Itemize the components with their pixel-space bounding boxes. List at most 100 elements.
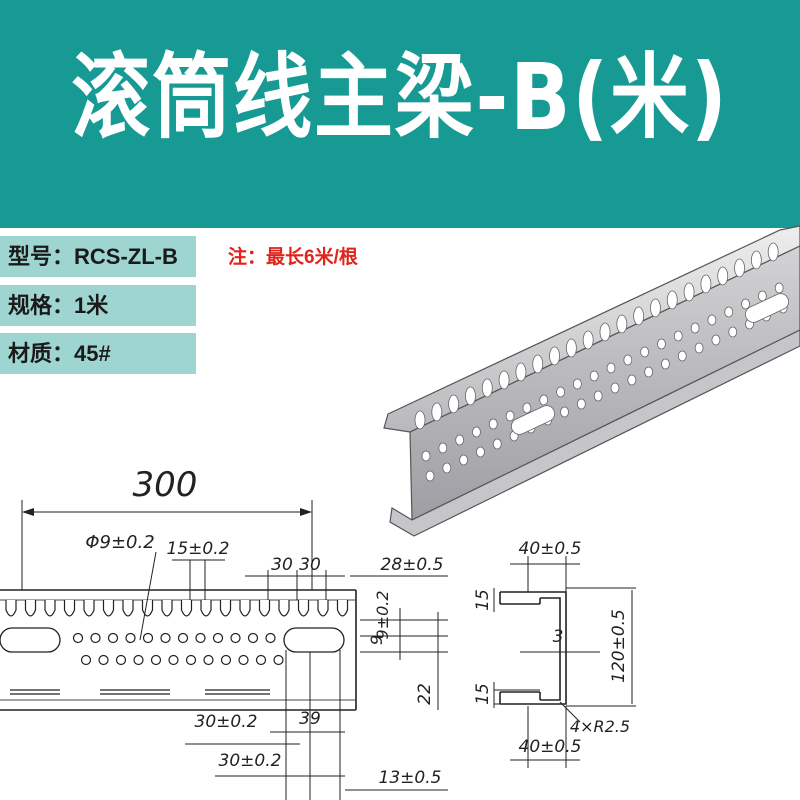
slot-tooth bbox=[102, 600, 115, 617]
slot-tooth bbox=[44, 600, 56, 617]
dim-30-a: 30±0.2 bbox=[195, 712, 258, 732]
hole bbox=[133, 654, 144, 666]
hole bbox=[125, 632, 136, 644]
section-height: 120±0.5 bbox=[609, 609, 629, 683]
hole bbox=[694, 342, 704, 354]
hole bbox=[644, 366, 654, 378]
hole bbox=[421, 450, 431, 462]
hole bbox=[465, 386, 476, 406]
dim-pitch-15: 15±0.2 bbox=[167, 539, 230, 559]
hole bbox=[683, 282, 695, 302]
slot bbox=[745, 293, 789, 323]
section-width-top: 40±0.5 bbox=[519, 539, 582, 559]
slot bbox=[511, 405, 555, 435]
hole bbox=[633, 306, 645, 326]
hole bbox=[582, 330, 594, 350]
hole bbox=[115, 654, 127, 666]
hole bbox=[616, 314, 628, 334]
hole bbox=[492, 438, 502, 450]
hole bbox=[168, 654, 179, 666]
slot-tooth bbox=[180, 600, 193, 617]
spec-size: 规格：1米 bbox=[0, 285, 196, 326]
hole bbox=[414, 410, 426, 430]
hole bbox=[539, 394, 549, 406]
dim-39: 39 bbox=[299, 709, 321, 729]
hole bbox=[650, 298, 661, 318]
hole bbox=[472, 426, 481, 438]
hole bbox=[273, 654, 284, 666]
dim-13: 13±0.5 bbox=[379, 768, 442, 788]
slot-tooth bbox=[83, 600, 95, 617]
hole bbox=[455, 434, 465, 446]
hole bbox=[576, 398, 586, 410]
spec-material: 材质：45# bbox=[0, 333, 196, 374]
hole bbox=[728, 326, 738, 338]
hole bbox=[556, 386, 565, 398]
hole bbox=[623, 354, 633, 366]
hole bbox=[606, 362, 616, 374]
section-flange-bottom: 15 bbox=[473, 683, 493, 705]
hole bbox=[560, 406, 569, 418]
hole bbox=[774, 282, 784, 294]
hole bbox=[150, 654, 162, 666]
hole bbox=[459, 454, 469, 466]
hole bbox=[230, 632, 241, 644]
hole bbox=[488, 418, 498, 430]
hole bbox=[107, 632, 119, 644]
section-width-bottom: 40±0.5 bbox=[519, 737, 582, 757]
slot-tooth bbox=[219, 600, 232, 617]
hole bbox=[476, 446, 485, 458]
slot-tooth bbox=[258, 600, 271, 617]
hole bbox=[220, 654, 232, 666]
hole bbox=[160, 632, 171, 644]
dim-length: 300 bbox=[133, 465, 198, 505]
hole bbox=[522, 402, 532, 414]
hole bbox=[565, 338, 577, 358]
hole bbox=[707, 314, 717, 326]
hole bbox=[724, 306, 734, 318]
hole bbox=[247, 632, 259, 644]
dim-28: 28±0.5 bbox=[381, 555, 444, 575]
hole bbox=[505, 410, 515, 422]
hole bbox=[677, 350, 687, 362]
slot-tooth bbox=[297, 600, 310, 617]
section-flange-top: 15 bbox=[473, 589, 493, 611]
dim-pitch-30b: 30 bbox=[299, 555, 321, 575]
hole bbox=[549, 346, 560, 366]
hole bbox=[265, 632, 276, 644]
hole bbox=[90, 632, 101, 644]
hole bbox=[212, 632, 224, 644]
hole bbox=[498, 370, 510, 390]
section-radius: 4×R2.5 bbox=[570, 717, 630, 736]
slot-tooth bbox=[239, 600, 251, 617]
product-title: 滚筒线主梁-B(米) bbox=[71, 44, 729, 151]
hole bbox=[610, 382, 620, 394]
hole bbox=[572, 378, 582, 390]
hole bbox=[98, 654, 109, 666]
hole bbox=[185, 654, 197, 666]
dim-9-side: 9 bbox=[367, 635, 386, 645]
slot-tooth bbox=[200, 600, 212, 617]
hole bbox=[673, 330, 683, 342]
slot-tooth bbox=[278, 600, 290, 617]
hole bbox=[481, 378, 493, 398]
hole bbox=[425, 470, 435, 482]
dim-pitch-30a: 30 bbox=[271, 555, 293, 575]
section-thickness: 3 bbox=[553, 627, 564, 647]
hole bbox=[711, 334, 721, 346]
slot-tooth bbox=[24, 600, 37, 617]
slot-tooth bbox=[317, 600, 329, 617]
slot-tooth bbox=[141, 600, 154, 617]
hole bbox=[195, 632, 206, 644]
hole bbox=[532, 354, 544, 374]
hole bbox=[599, 322, 611, 342]
slot-tooth bbox=[63, 600, 76, 617]
hole bbox=[666, 290, 678, 310]
hole bbox=[80, 654, 92, 666]
hole bbox=[142, 632, 154, 644]
hole bbox=[627, 374, 637, 386]
hole bbox=[438, 442, 448, 454]
slot-tooth bbox=[5, 600, 17, 617]
dim-9-top: 9±0.2 bbox=[373, 590, 392, 639]
